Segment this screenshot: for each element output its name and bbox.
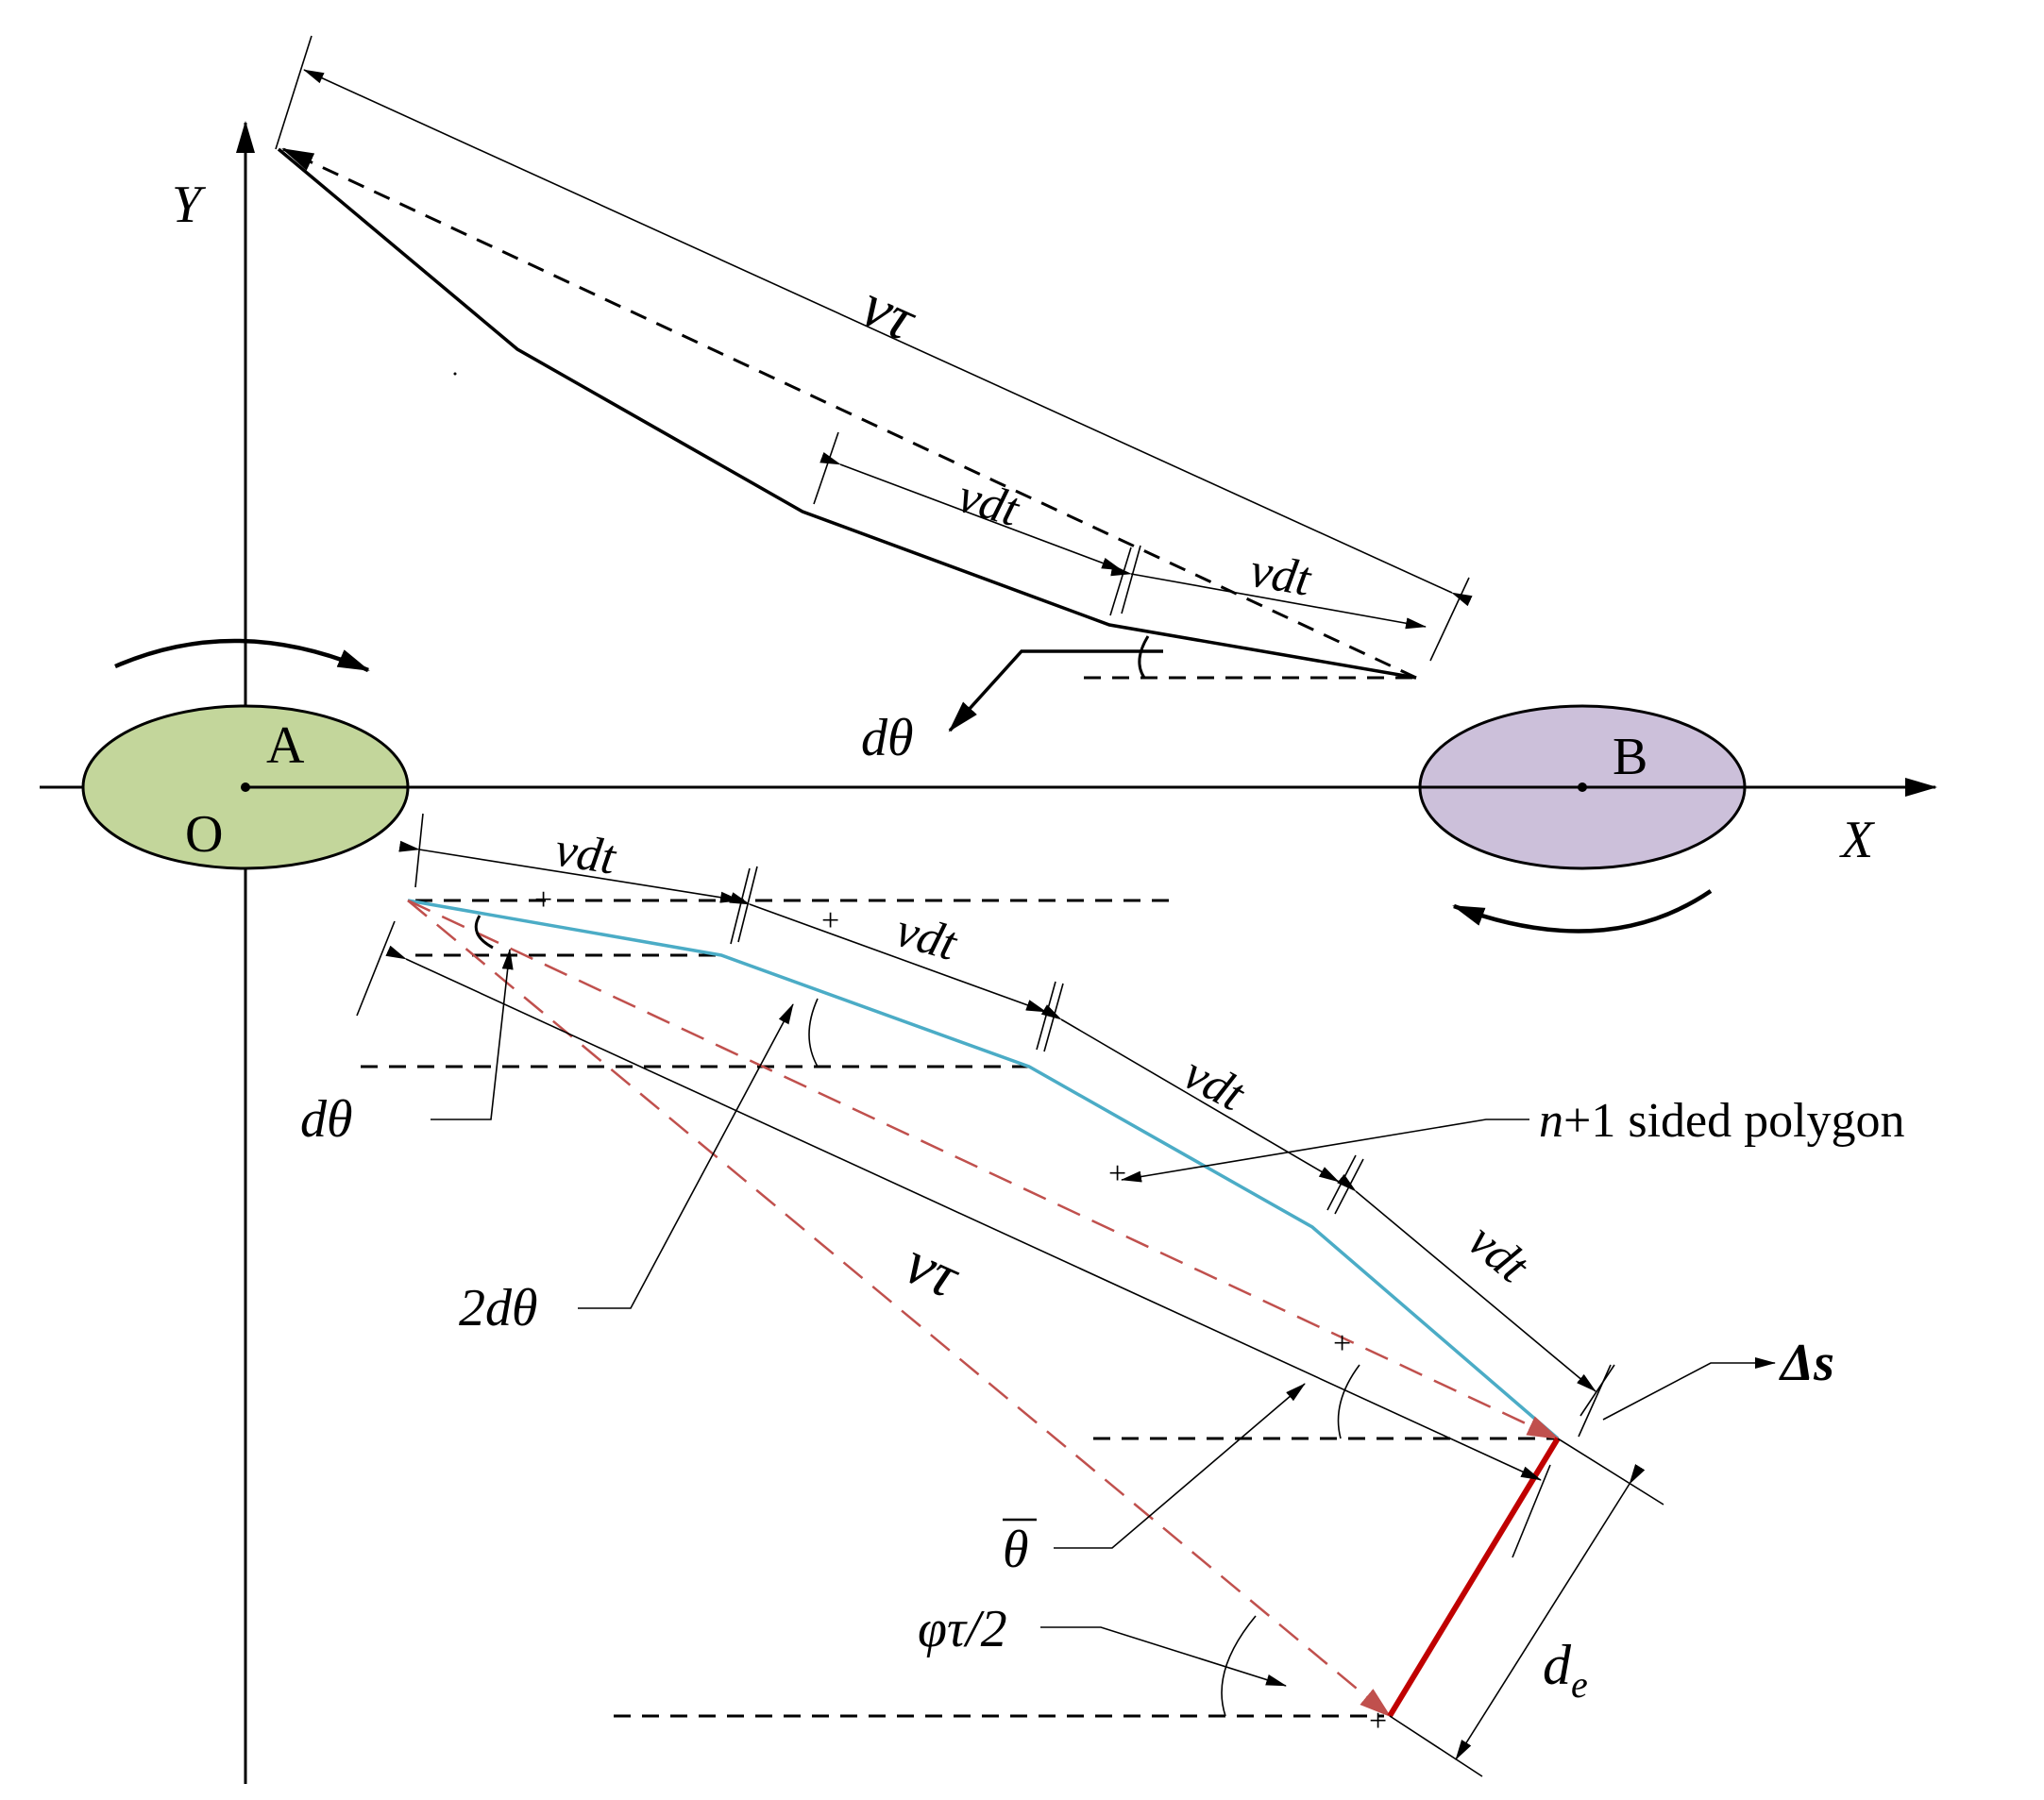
bottom-vtau-dim: [385, 945, 1542, 1481]
bottom-vtau-label: vτ: [895, 1228, 971, 1312]
top-vdt-dim-2: [1110, 564, 1427, 630]
de-dim: [1455, 1464, 1646, 1760]
bottom-vdt-label-2: vdt: [890, 903, 964, 972]
theta-bar-leader: [1054, 1383, 1306, 1549]
top-vtau-dim: [303, 69, 1473, 607]
top-vdt-label-2: vdt: [1246, 544, 1316, 607]
bottom-vdt-label-1: vdt: [551, 823, 620, 885]
two-dtheta-leader: [578, 1003, 794, 1309]
red-chord-1: [407, 899, 1560, 1440]
origin-dot: [241, 782, 250, 792]
svg-text:+: +: [1369, 1704, 1387, 1739]
bottom-vdt-dim-2: [729, 892, 1047, 1013]
bottom-vdt-label-3: vdt: [1174, 1046, 1254, 1122]
bottom-dtheta-leader: [431, 949, 514, 1120]
red-de-segment: [1387, 1437, 1561, 1718]
top-vdt-dim-1: [819, 451, 1123, 571]
rotation-arrow-icon: [1452, 889, 1713, 934]
b-dot: [1578, 782, 1587, 792]
top-vdt-label-1: vdt: [953, 469, 1026, 538]
svg-text:+: +: [1333, 1326, 1351, 1361]
bottom-vdt-label-4: vdt: [1458, 1214, 1539, 1294]
polygon-label: n+1 sided polygon: [1539, 1094, 1905, 1148]
bottom-vdt-dim-1: [398, 840, 741, 903]
origin-label: O: [185, 805, 223, 864]
delta-s-label: Δs: [1779, 1334, 1834, 1392]
bottom-dtheta-label: dθ: [300, 1090, 353, 1149]
top-vtau-label: vτ: [852, 271, 927, 355]
svg-text:+: +: [1108, 1156, 1126, 1191]
red-chord-2: [407, 900, 1392, 1718]
svg-text:+: +: [821, 903, 839, 938]
top-dtheta-label: dθ: [861, 709, 914, 767]
rotation-arrow-icon: [114, 638, 370, 673]
top-chord-dashed: [281, 147, 1417, 680]
polygon-label-leader: [1121, 1119, 1529, 1183]
svg-text:+: +: [534, 883, 552, 917]
delta-s-leader: [1602, 1357, 1776, 1421]
phi-tau-label: φτ/2: [918, 1600, 1007, 1658]
de-label: de: [1543, 1634, 1588, 1706]
top-dtheta-leader: [948, 649, 1163, 732]
bottom-vdt-dim-4: [1337, 1173, 1596, 1392]
node-a-label: A: [266, 716, 305, 775]
phi-tau-leader: [1040, 1626, 1287, 1687]
x-axis-label: X: [1839, 811, 1876, 869]
theta-bar-label: θ: [1003, 1521, 1029, 1579]
two-dtheta-label: 2dθ: [459, 1279, 538, 1337]
node-b-label: B: [1613, 728, 1647, 786]
y-axis-label: Y: [172, 176, 207, 234]
